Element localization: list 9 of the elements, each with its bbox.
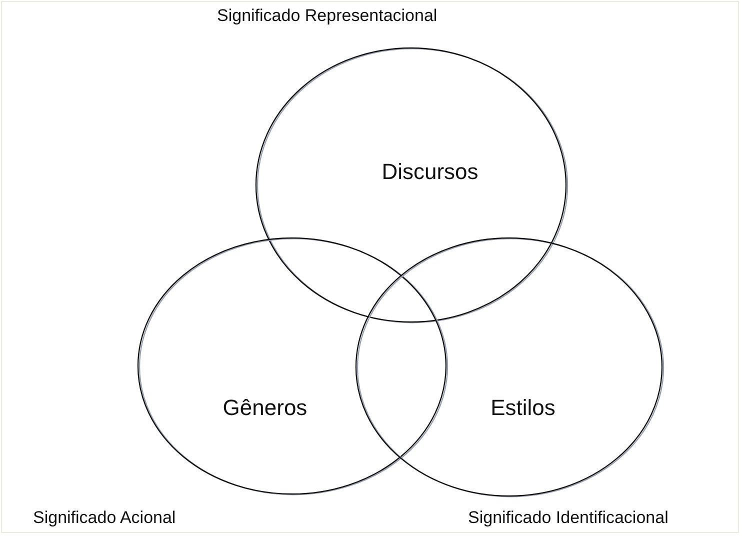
venn-circle	[354, 236, 664, 498]
venn-circle	[136, 236, 448, 496]
circle-label: Discursos	[382, 159, 478, 185]
venn-circle	[254, 46, 568, 324]
circle-caption: Significado Identificacional	[468, 508, 668, 528]
circle-label: Gêneros	[222, 395, 308, 421]
circle-caption: Significado Acional	[33, 508, 176, 528]
circle-label: Estilos	[490, 395, 556, 421]
circle-caption: Significado Representacional	[217, 6, 438, 26]
